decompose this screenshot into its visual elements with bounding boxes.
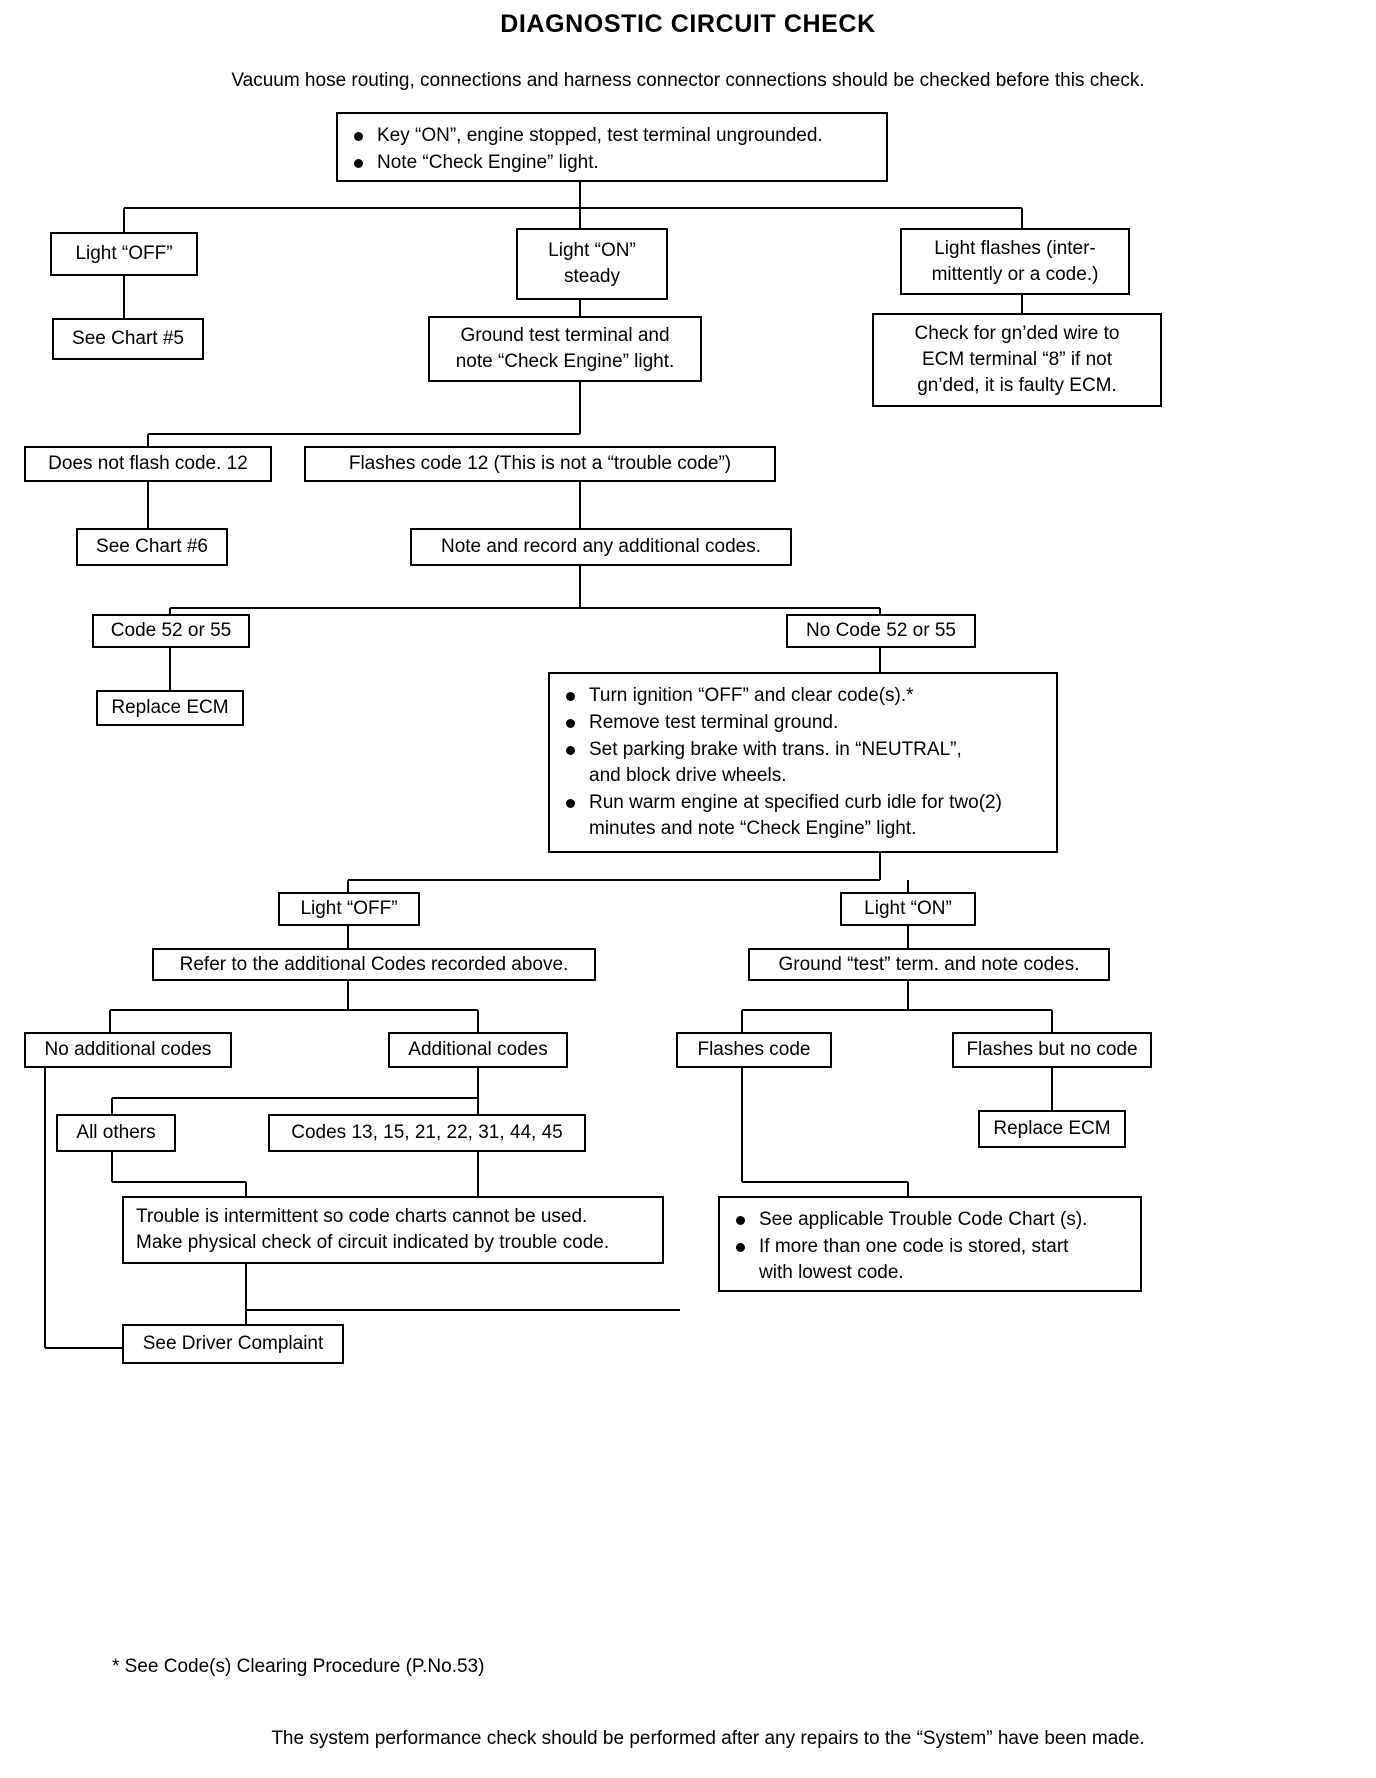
bullet-item: See applicable Trouble Code Chart (s). bbox=[734, 1207, 1130, 1233]
bullet-text: Key “ON”, engine stopped, test terminal … bbox=[377, 125, 823, 146]
bullet-text: Note “Check Engine” light. bbox=[377, 152, 599, 173]
node-label-line2: note “Check Engine” light. bbox=[455, 351, 675, 372]
bullet-dot-icon bbox=[354, 159, 363, 168]
bullet-item: Set parking brake with trans. in “NEUTRA… bbox=[564, 737, 1046, 789]
node-light-on-2: Light “ON” bbox=[840, 892, 976, 926]
node-label-line2: Make physical check of circuit indicated… bbox=[136, 1232, 610, 1253]
node-refer-additional-codes: Refer to the additional Codes recorded a… bbox=[152, 948, 596, 981]
node-light-off-1: Light “OFF” bbox=[50, 232, 198, 276]
node-light-on-steady: Light “ON” steady bbox=[516, 228, 668, 300]
node-does-not-flash-12: Does not flash code. 12 bbox=[24, 446, 272, 482]
node-code-52-or-55: Code 52 or 55 bbox=[92, 614, 250, 648]
bullet-dot-icon bbox=[354, 132, 363, 141]
bullet-text: Remove test terminal ground. bbox=[589, 712, 839, 733]
bullet-dot-icon bbox=[566, 692, 575, 701]
node-label: No additional codes bbox=[44, 1039, 212, 1060]
node-label: Light “OFF” bbox=[300, 898, 398, 919]
node-replace-ecm-left: Replace ECM bbox=[96, 690, 244, 726]
bullet-dot-icon bbox=[566, 746, 575, 755]
footnote-text: * See Code(s) Clearing Procedure (P.No.5… bbox=[112, 1656, 485, 1677]
node-start: Key “ON”, engine stopped, test terminal … bbox=[336, 112, 888, 182]
node-label: Ground “test” term. and note codes. bbox=[778, 953, 1080, 975]
bullet-text-cont: and block drive wheels. bbox=[589, 765, 787, 786]
node-label: All others bbox=[76, 1122, 156, 1143]
node-label: Note and record any additional codes. bbox=[440, 536, 762, 557]
node-flashes-code: Flashes code bbox=[676, 1032, 832, 1068]
node-label: Code 52 or 55 bbox=[110, 620, 232, 641]
node-light-flashes: Light flashes (inter- mittently or a cod… bbox=[900, 228, 1130, 295]
page-title: DIAGNOSTIC CIRCUIT CHECK bbox=[500, 10, 876, 38]
node-label: See Chart #6 bbox=[96, 536, 208, 557]
node-flashes-but-no-code: Flashes but no code bbox=[952, 1032, 1152, 1068]
intro-text: Vacuum hose routing, connections and har… bbox=[231, 70, 1145, 91]
node-note-record-codes: Note and record any additional codes. bbox=[410, 528, 792, 566]
bullet-item: Remove test terminal ground. bbox=[564, 710, 1046, 736]
node-label: Refer to the additional Codes recorded a… bbox=[179, 953, 569, 975]
node-label: See Chart #5 bbox=[72, 328, 184, 349]
bullet-text: Run warm engine at specified curb idle f… bbox=[589, 792, 1002, 813]
node-label: Flashes but no code bbox=[966, 1039, 1138, 1060]
bullet-item: Run warm engine at specified curb idle f… bbox=[564, 790, 1046, 842]
bullet-text: Set parking brake with trans. in “NEUTRA… bbox=[589, 739, 962, 760]
node-label-line2: ECM terminal “8” if not bbox=[921, 349, 1113, 370]
bullet-dot-icon bbox=[566, 719, 575, 728]
bullet-item: Turn ignition “OFF” and clear code(s).* bbox=[564, 683, 1046, 709]
node-check-gnded-wire: Check for gn’ded wire to ECM terminal “8… bbox=[872, 313, 1162, 407]
node-see-trouble-code-chart: See applicable Trouble Code Chart (s). I… bbox=[718, 1196, 1142, 1292]
node-label-line1: Check for gn’ded wire to bbox=[914, 323, 1120, 344]
bullet-dot-icon bbox=[736, 1243, 745, 1252]
node-procedure-steps: Turn ignition “OFF” and clear code(s).* … bbox=[548, 672, 1058, 853]
node-label: Additional codes bbox=[408, 1039, 548, 1060]
node-trouble-intermittent: Trouble is intermittent so code charts c… bbox=[122, 1196, 664, 1264]
node-no-additional-codes: No additional codes bbox=[24, 1032, 232, 1068]
bullet-text: Turn ignition “OFF” and clear code(s).* bbox=[589, 685, 914, 706]
node-label: No Code 52 or 55 bbox=[806, 620, 956, 641]
bullet-text-cont: minutes and note “Check Engine” light. bbox=[589, 818, 917, 839]
node-label: Light “OFF” bbox=[75, 243, 173, 264]
node-label: Does not flash code. 12 bbox=[48, 453, 248, 474]
node-label-line2: mittently or a code.) bbox=[931, 263, 1099, 285]
node-label-line1: Light “ON” bbox=[548, 240, 636, 261]
bullet-text: See applicable Trouble Code Chart (s). bbox=[759, 1209, 1088, 1230]
node-label: Replace ECM bbox=[993, 1118, 1111, 1139]
node-label: See Driver Complaint bbox=[142, 1333, 324, 1354]
node-label: Replace ECM bbox=[111, 697, 229, 718]
node-label-line1: Light flashes (inter- bbox=[934, 237, 1096, 259]
node-see-driver-complaint: See Driver Complaint bbox=[122, 1324, 344, 1364]
node-flashes-code-12: Flashes code 12 (This is not a “trouble … bbox=[304, 446, 776, 482]
node-label: Codes 13, 15, 21, 22, 31, 44, 45 bbox=[291, 1122, 563, 1143]
node-label-line1: Trouble is intermittent so code charts c… bbox=[136, 1206, 588, 1227]
bullet-item: Note “Check Engine” light. bbox=[352, 150, 876, 176]
node-see-chart-5: See Chart #5 bbox=[52, 318, 204, 360]
bullet-item: Key “ON”, engine stopped, test terminal … bbox=[352, 123, 876, 149]
bullet-text-cont: with lowest code. bbox=[759, 1262, 904, 1283]
node-label-line3: gn’ded, it is faulty ECM. bbox=[917, 375, 1117, 396]
node-label-line1: Ground test terminal and bbox=[460, 325, 670, 346]
node-no-code-52-or-55: No Code 52 or 55 bbox=[786, 614, 976, 648]
node-codes-list: Codes 13, 15, 21, 22, 31, 44, 45 bbox=[268, 1114, 586, 1152]
footer-text: The system performance check should be p… bbox=[271, 1728, 1145, 1749]
node-light-off-2: Light “OFF” bbox=[278, 892, 420, 926]
node-label: Light “ON” bbox=[864, 898, 952, 919]
node-label-line2: steady bbox=[564, 266, 620, 287]
node-label: Flashes code 12 (This is not a “trouble … bbox=[348, 453, 732, 474]
node-ground-test-term-codes: Ground “test” term. and note codes. bbox=[748, 948, 1110, 981]
node-additional-codes: Additional codes bbox=[388, 1032, 568, 1068]
node-label: Flashes code bbox=[697, 1039, 811, 1060]
bullet-item: If more than one code is stored, start w… bbox=[734, 1234, 1130, 1286]
node-ground-test-terminal: Ground test terminal and note “Check Eng… bbox=[428, 316, 702, 382]
node-all-others: All others bbox=[56, 1114, 176, 1152]
bullet-text: If more than one code is stored, start bbox=[759, 1236, 1069, 1257]
node-see-chart-6: See Chart #6 bbox=[76, 528, 228, 566]
node-replace-ecm-right: Replace ECM bbox=[978, 1110, 1126, 1148]
bullet-dot-icon bbox=[566, 799, 575, 808]
bullet-dot-icon bbox=[736, 1216, 745, 1225]
